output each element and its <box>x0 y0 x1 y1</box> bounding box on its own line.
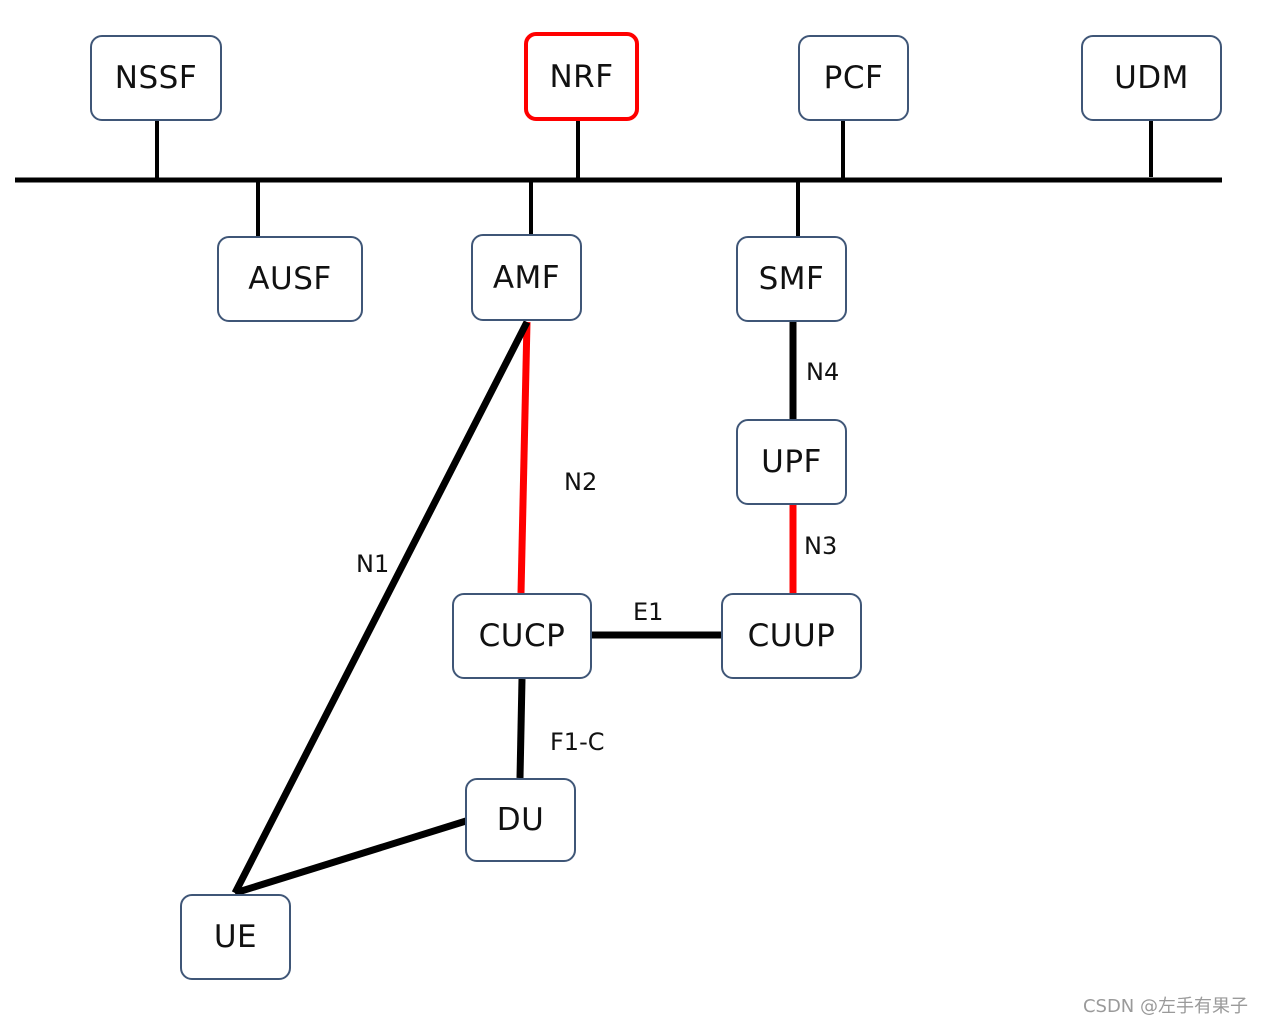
n2-label: N2 <box>564 468 598 496</box>
n4-label: N4 <box>806 358 840 386</box>
nssf-node: NSSF <box>90 35 222 121</box>
ue-node: UE <box>180 894 291 980</box>
cucp-node: CUCP <box>452 593 592 679</box>
pcf-node: PCF <box>798 35 909 121</box>
cuup-node: CUUP <box>721 593 862 679</box>
du-ue-link <box>233 817 468 897</box>
n1-label: N1 <box>356 550 390 578</box>
n3-label: N3 <box>804 532 838 560</box>
nrf-node: NRF <box>524 32 639 121</box>
watermark: CSDN @左手有果子 <box>1082 996 1248 1017</box>
upf-node: UPF <box>736 419 847 505</box>
f1c-label: F1-C <box>550 728 605 756</box>
e1-label: E1 <box>633 598 664 626</box>
n2-link <box>517 321 531 594</box>
n1-link <box>231 320 531 895</box>
f1c-link <box>516 678 526 779</box>
amf-node: AMF <box>471 234 582 321</box>
smf-node: SMF <box>736 236 847 322</box>
udm-node: UDM <box>1081 35 1222 121</box>
ausf-node: AUSF <box>217 236 363 322</box>
du-node: DU <box>465 778 576 862</box>
